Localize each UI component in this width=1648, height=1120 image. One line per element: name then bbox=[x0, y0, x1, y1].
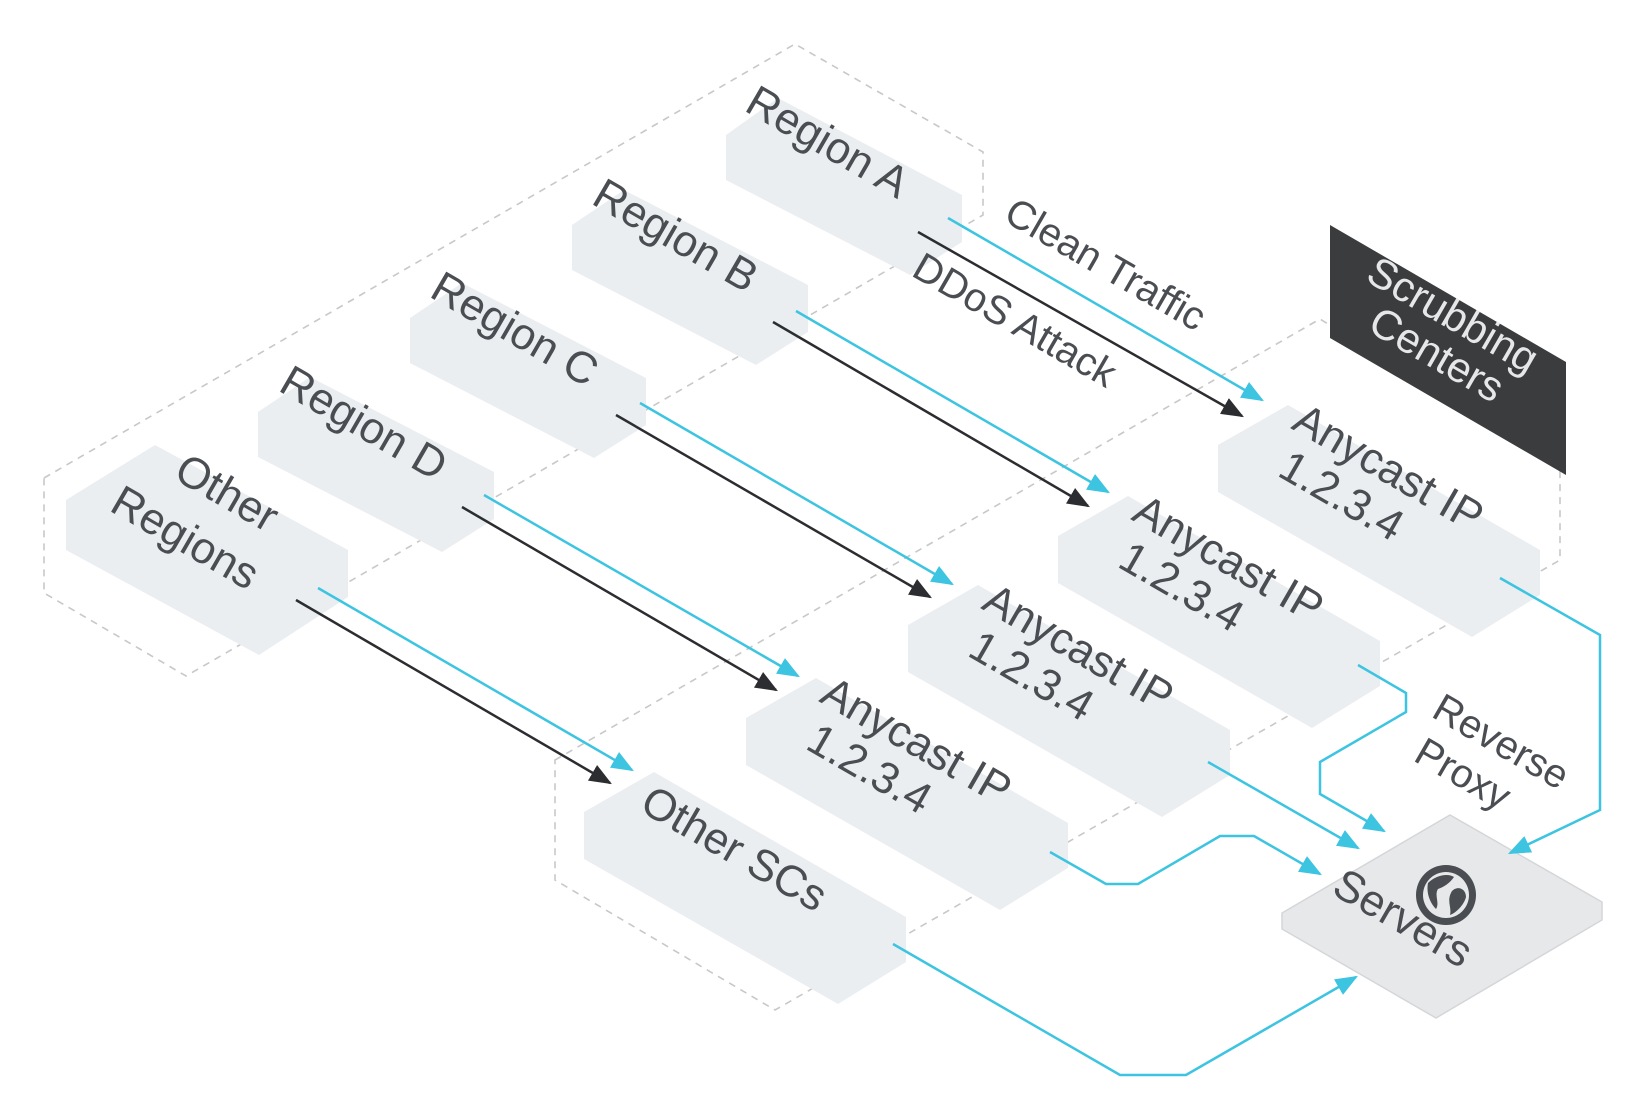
anycast-tile-2 bbox=[1058, 496, 1380, 728]
attack-arrow-c bbox=[615, 413, 932, 599]
route-anycast-2 bbox=[1318, 663, 1408, 833]
other-scs-tile bbox=[584, 772, 906, 1004]
clean-arrow-d bbox=[483, 493, 800, 678]
globe-icon bbox=[1416, 865, 1476, 925]
clean-arrow-b bbox=[795, 309, 1110, 494]
other-regions-tile bbox=[66, 445, 348, 655]
clean-arrow-a bbox=[947, 216, 1264, 402]
region-b-tile bbox=[572, 190, 808, 365]
scrubbing-centers-tile bbox=[1330, 225, 1566, 475]
attack-arrow-a bbox=[917, 230, 1244, 418]
route-anycast-1 bbox=[1499, 576, 1602, 855]
anycast-tile-4 bbox=[746, 678, 1068, 910]
route-anycast-4 bbox=[1049, 834, 1322, 886]
region-c-tile bbox=[410, 283, 646, 458]
scrubbing-zone bbox=[554, 318, 1561, 1011]
clean-arrow-c bbox=[639, 401, 954, 586]
region-d-tile bbox=[258, 377, 494, 552]
region-a-tile bbox=[726, 98, 962, 275]
attack-arrow-d bbox=[461, 505, 778, 692]
clean-arrow-other bbox=[317, 586, 634, 772]
regions-zone bbox=[43, 43, 984, 677]
anycast-tile-3 bbox=[908, 585, 1230, 817]
route-other-scs bbox=[892, 942, 1358, 1077]
attack-arrow-b bbox=[772, 320, 1090, 508]
attack-arrow-other bbox=[295, 598, 612, 785]
anycast-tile-1 bbox=[1218, 405, 1540, 637]
route-anycast-3 bbox=[1207, 760, 1360, 850]
